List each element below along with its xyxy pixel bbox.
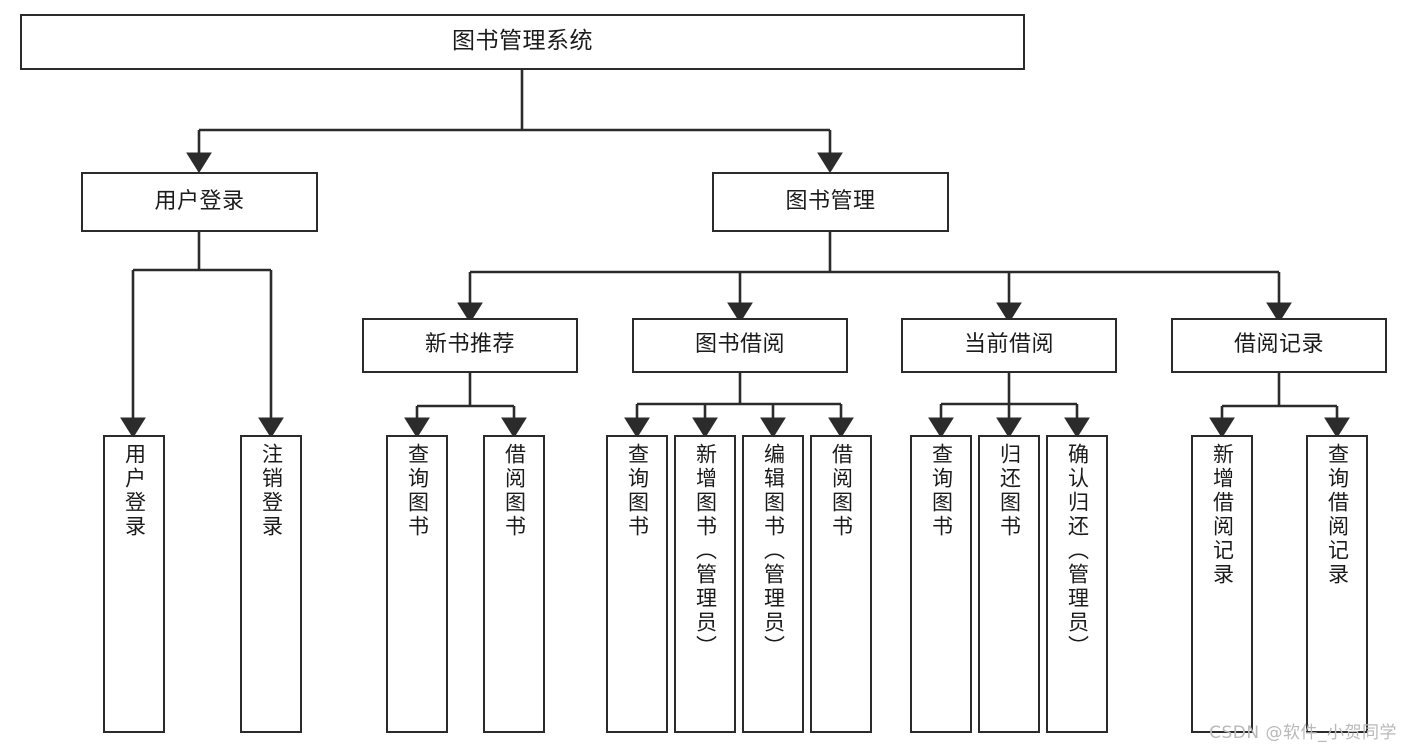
node-label: 借阅记录 — [1233, 332, 1324, 358]
node-label: 新增图书（管理员） — [693, 443, 718, 659]
node-label: 查询图书 — [625, 443, 650, 539]
node-leaf-query-book-borrow[interactable]: 查询图书 — [606, 435, 668, 733]
node-label: 新增借阅记录 — [1210, 443, 1235, 587]
node-label: 新书推荐 — [424, 332, 515, 358]
node-book-management[interactable]: 图书管理 — [712, 172, 949, 232]
node-label: 查询借阅记录 — [1325, 443, 1350, 587]
node-leaf-add-borrow-record[interactable]: 新增借阅记录 — [1191, 435, 1253, 733]
node-leaf-query-book-current[interactable]: 查询图书 — [910, 435, 972, 733]
node-label: 注销登录 — [259, 443, 284, 539]
node-label: 用户登录 — [122, 443, 147, 539]
node-new-book-recommend[interactable]: 新书推荐 — [362, 318, 578, 373]
node-label: 图书借阅 — [694, 332, 785, 358]
node-label: 确认归还（管理员） — [1065, 443, 1090, 659]
node-label: 图书管理 — [785, 188, 876, 214]
node-current-borrow[interactable]: 当前借阅 — [901, 318, 1117, 373]
node-leaf-confirm-return-admin[interactable]: 确认归还（管理员） — [1046, 435, 1108, 733]
node-leaf-return-book[interactable]: 归还图书 — [978, 435, 1040, 733]
node-label: 图书管理系统 — [452, 28, 593, 55]
node-label: 查询图书 — [929, 443, 954, 539]
node-label: 用户登录 — [154, 188, 245, 214]
node-leaf-logout-login[interactable]: 注销登录 — [240, 435, 302, 733]
node-label: 查询图书 — [405, 443, 430, 539]
node-borrow-record[interactable]: 借阅记录 — [1171, 318, 1387, 373]
node-book-borrow[interactable]: 图书借阅 — [632, 318, 848, 373]
node-leaf-edit-book-admin[interactable]: 编辑图书（管理员） — [742, 435, 804, 733]
node-leaf-add-book-admin[interactable]: 新增图书（管理员） — [674, 435, 736, 733]
node-label: 借阅图书 — [829, 443, 854, 539]
node-user-login[interactable]: 用户登录 — [81, 172, 318, 232]
node-leaf-borrow-book[interactable]: 借阅图书 — [810, 435, 872, 733]
node-leaf-query-book-recommend[interactable]: 查询图书 — [386, 435, 448, 733]
node-root-book-management-system[interactable]: 图书管理系统 — [20, 14, 1025, 70]
node-leaf-borrow-book-recommend[interactable]: 借阅图书 — [483, 435, 545, 733]
node-label: 编辑图书（管理员） — [761, 443, 786, 659]
node-leaf-user-login[interactable]: 用户登录 — [103, 435, 165, 733]
node-leaf-query-borrow-record[interactable]: 查询借阅记录 — [1306, 435, 1368, 733]
node-label: 归还图书 — [997, 443, 1022, 539]
node-label: 当前借阅 — [963, 332, 1054, 358]
node-label: 借阅图书 — [502, 443, 527, 539]
csdn-watermark: CSDN @软件_小贺同学 — [1209, 723, 1397, 743]
